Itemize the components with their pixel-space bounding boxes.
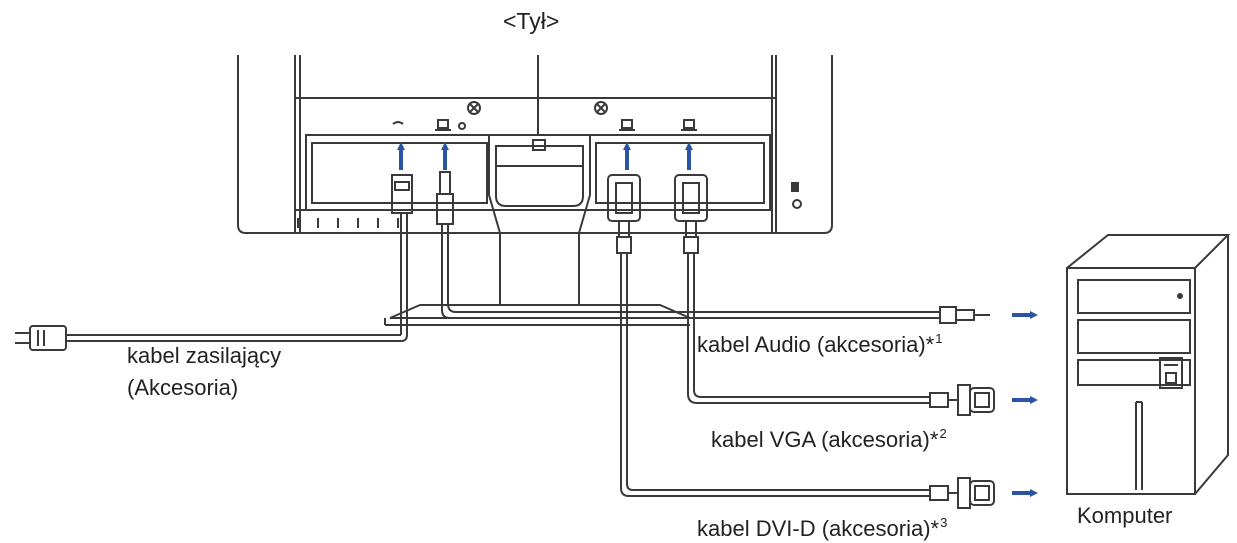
power-cable — [65, 174, 413, 342]
mount-screw-left — [467, 101, 481, 115]
kensington-lock-icon — [791, 182, 802, 209]
mount-screw-right — [594, 101, 608, 115]
vga-port-icon — [681, 119, 697, 131]
dvi-footnote-mark: 3 — [940, 515, 948, 530]
vga-footnote-mark: 2 — [939, 426, 947, 441]
dvi-cable-label-text: kabel DVI-D (akcesoria)* — [697, 516, 940, 541]
arrow-up-group — [397, 142, 693, 170]
dvi-cable — [607, 174, 995, 509]
diagram-title: <Tył> — [503, 8, 560, 34]
dvi-port-icon — [619, 119, 635, 131]
power-plug-icon — [15, 325, 67, 351]
audio-footnote-mark: 1 — [935, 331, 943, 346]
vga-cable — [674, 174, 995, 416]
vga-cable-label: kabel VGA (akcesoria)*2 — [711, 421, 947, 453]
audio-cable-label-text: kabel Audio (akcesoria)* — [697, 332, 935, 357]
vga-cable-label-text: kabel VGA (akcesoria)* — [711, 427, 939, 452]
audio-cable — [436, 171, 990, 324]
power-socket-icon — [392, 121, 404, 125]
audio-cable-label: kabel Audio (akcesoria)*1 — [697, 326, 942, 358]
power-cable-label-line1: kabel zasilający — [127, 343, 282, 368]
power-cable-label-line2: (Akcesoria) — [127, 375, 239, 400]
monitor-stand — [384, 135, 691, 326]
computer-tower-icon — [1066, 234, 1231, 495]
dvi-cable-label: kabel DVI-D (akcesoria)*3 — [697, 510, 947, 542]
computer-label: Komputer — [1077, 503, 1173, 528]
audio-port-icon — [435, 119, 466, 131]
arrow-right-group — [1012, 311, 1038, 497]
